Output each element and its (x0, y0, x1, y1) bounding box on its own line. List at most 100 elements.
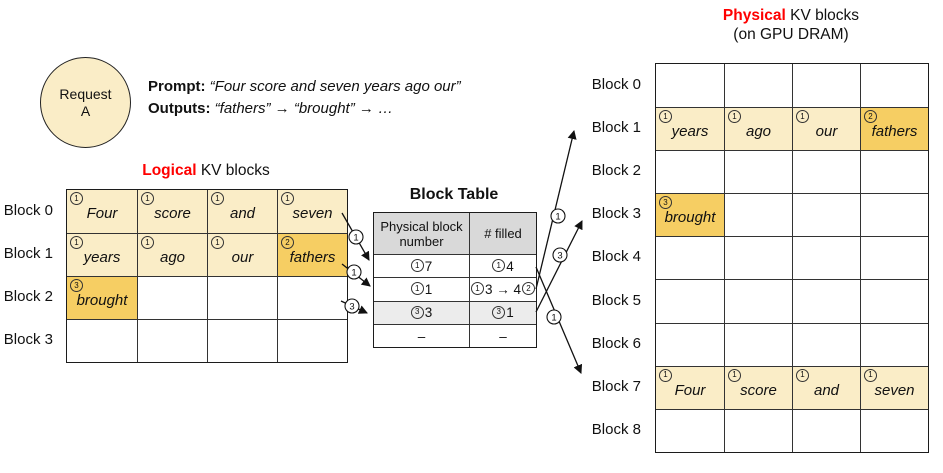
prompt-text: “Four score and seven years ago our” (209, 78, 461, 95)
circled-1-badge: 1 (70, 236, 83, 249)
kv-cell (724, 150, 792, 194)
kv-token-word: fathers (289, 249, 336, 266)
circled-1-badge: 1 (864, 368, 877, 382)
circled-1-badge: 1 (492, 259, 506, 273)
kv-cell (860, 236, 928, 280)
block-row-label: Block 7 (591, 377, 641, 395)
outputs-line: Outputs: “fathers” → “brought” → … (148, 98, 461, 120)
circled-1-badge: 1 (796, 110, 809, 124)
kv-cell: 1 and (207, 190, 277, 233)
block-table-title: Block Table (409, 186, 499, 203)
arrow-label-circled-1: 1 (348, 229, 364, 245)
block-row-label: Block 0 (591, 76, 641, 94)
kv-cell: 1 our (792, 107, 860, 151)
block-table-cell: – (469, 323, 536, 348)
circled-2-badge: 2 (281, 236, 294, 249)
kv-token-word: our (231, 249, 254, 266)
kv-cell (860, 150, 928, 194)
kv-cell (792, 193, 860, 237)
kv-cell (207, 319, 277, 362)
circled-1-badge: 1 (410, 259, 424, 273)
svg-text:3: 3 (557, 250, 562, 261)
kv-token-word: our (815, 123, 838, 141)
block-table-value: 1 (506, 305, 514, 321)
kv-cell (656, 150, 724, 193)
block-row-label: Block 4 (591, 248, 641, 266)
circled-3-badge: 3 (410, 305, 424, 319)
arrow-label-circled-1: 1 (346, 264, 362, 280)
physical-title-subtitle: (on GPU DRAM) (733, 26, 849, 43)
kv-cell (860, 279, 928, 323)
kv-token-word: seven (874, 381, 915, 399)
mapping-arrow (535, 129, 577, 290)
kv-cell (792, 150, 860, 194)
kv-cell (277, 276, 347, 319)
kv-cell (656, 408, 724, 452)
arrow-label-circled-1: 1 (550, 208, 566, 224)
logical-title-highlight: Logical (142, 162, 197, 179)
kv-cell (137, 276, 207, 319)
arrow-label-circled-1: 1 (546, 309, 562, 325)
outputs-label: Outputs: (148, 100, 211, 117)
block-table-value: – (499, 328, 507, 344)
circled-1-badge: 1 (410, 282, 424, 296)
kv-cell (67, 319, 137, 362)
kv-token-word: brought (76, 292, 128, 309)
physical-title-rest: KV blocks (785, 7, 860, 24)
circled-1-badge: 1 (659, 368, 672, 382)
kv-token-word: seven (292, 205, 333, 222)
kv-cell (724, 322, 792, 366)
circled-1-badge: 1 (211, 236, 224, 249)
prompt-line: Prompt: “Four score and seven years ago … (148, 76, 461, 98)
circled-2-badge: 2 (864, 110, 877, 124)
kv-token-word: and (229, 205, 256, 222)
circled-1-badge: 1 (211, 192, 224, 205)
circled-1-badge: 1 (70, 192, 83, 205)
kv-cell (860, 408, 928, 452)
kv-token-word: and (813, 381, 840, 399)
block-table-cell: – (374, 323, 469, 347)
kv-cell (724, 236, 792, 280)
block-table-value: – (417, 328, 426, 344)
request-label-line1: Request (59, 85, 112, 102)
kv-token-word: Four (674, 381, 706, 399)
circled-3-badge: 3 (492, 305, 506, 319)
logical-kv-title: Logical KV blocks (66, 162, 346, 180)
kv-cell (137, 319, 207, 362)
kv-cell (656, 64, 724, 107)
block-row-label: Block 5 (591, 291, 641, 309)
svg-text:1: 1 (353, 232, 358, 243)
kv-cell (656, 236, 724, 279)
svg-text:1: 1 (551, 312, 556, 323)
svg-text:1: 1 (351, 267, 356, 278)
kv-token-word: brought (664, 209, 716, 227)
circled-1-badge: 1 (470, 282, 484, 296)
block-table-value: 1 (424, 281, 433, 297)
kv-cell (724, 279, 792, 323)
kv-cell (656, 322, 724, 366)
block-row-label: Block 2 (591, 162, 641, 180)
block-table-value: 3 (424, 305, 433, 321)
block-row-label: Block 3 (591, 205, 641, 223)
kv-cell (860, 64, 928, 108)
circled-1-badge: 1 (281, 192, 294, 205)
block-row-label: Block 6 (591, 334, 641, 352)
kv-cell (792, 236, 860, 280)
kv-token-word: score (740, 381, 777, 399)
